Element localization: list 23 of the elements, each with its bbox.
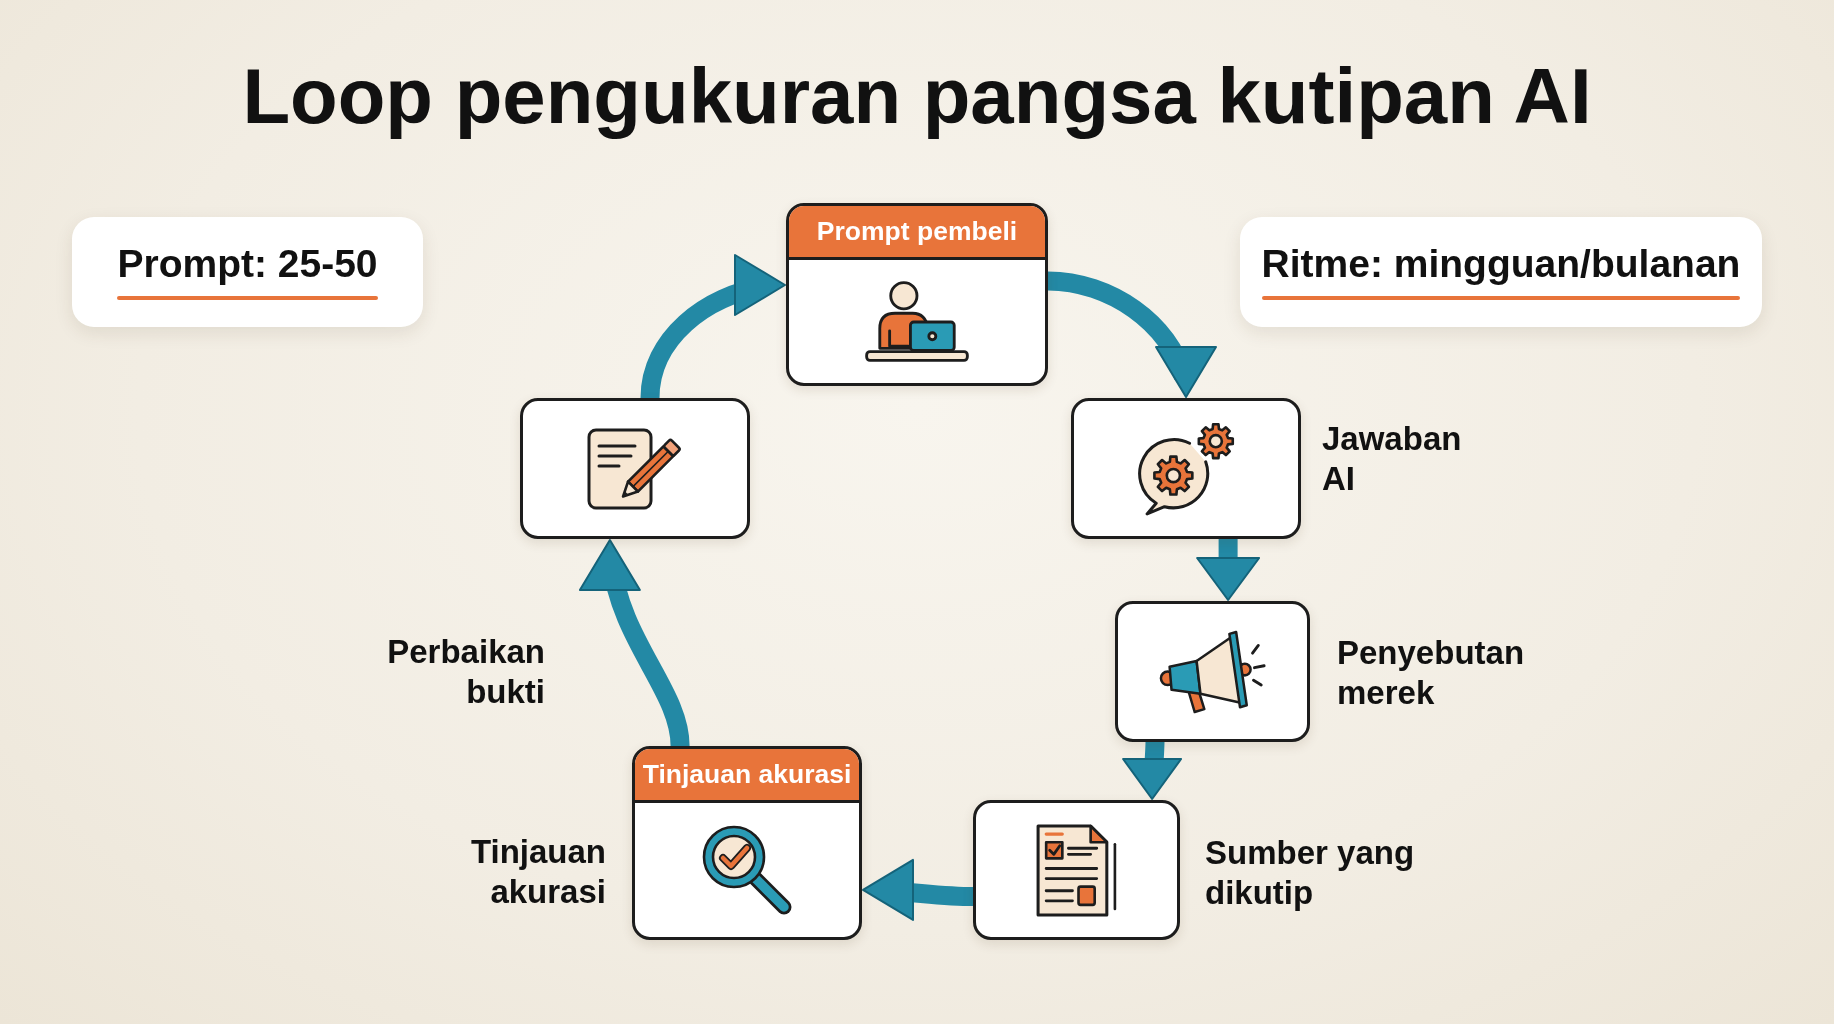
arrow (1122, 741, 1183, 801)
step-label: Tinjauan akurasi (469, 832, 606, 912)
process-box (520, 398, 750, 539)
step-label: Sumber yang dikutip (1205, 833, 1416, 913)
step-label: Penyebutan merek (1337, 633, 1526, 713)
edge-label: Perbaikan bukti (386, 632, 545, 712)
info-card (72, 217, 423, 327)
arrow (861, 859, 974, 922)
step-header: Prompt pembeli (789, 206, 1045, 260)
arrow (582, 538, 690, 747)
card-title: Ritme: mingguan/bulanan (1261, 242, 1741, 286)
info-card (1240, 217, 1762, 327)
process-box (973, 800, 1180, 940)
diagram-title: Loop pengukuran pangsa kutipan AI (242, 51, 1592, 141)
process-box (1071, 398, 1301, 539)
process-box (1115, 601, 1310, 742)
process-box (632, 746, 862, 940)
arrow (1196, 539, 1261, 601)
card-title: Prompt: 25-50 (117, 242, 378, 286)
arrow (640, 257, 787, 399)
step-header: Tinjauan akurasi (635, 749, 859, 803)
step-label: Jawaban AI (1322, 419, 1463, 499)
process-box (786, 203, 1048, 386)
